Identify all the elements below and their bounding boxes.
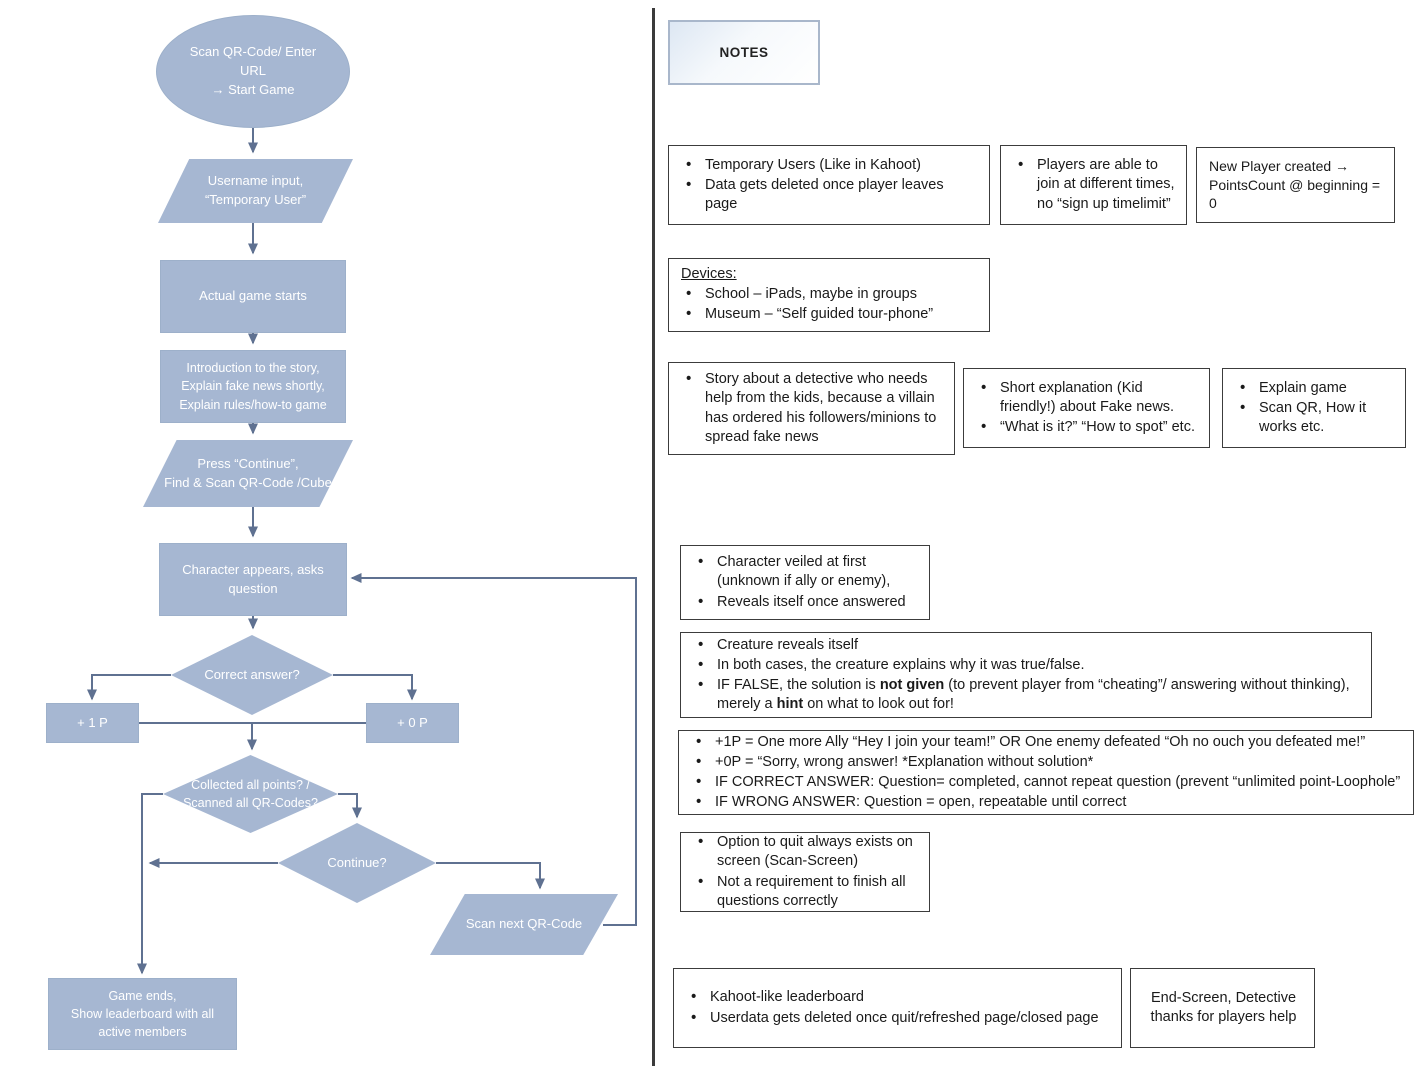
- note-bullet-item: IF CORRECT ANSWER: Question= completed, …: [689, 772, 1403, 792]
- note-bullet-item: Story about a detective who needs help f…: [679, 369, 944, 447]
- connector-scannext-to-character: [350, 573, 637, 926]
- flow-node-game-starts-label: Actual game starts: [199, 288, 307, 304]
- note-bullet-item: Museum – “Self guided tour-phone”: [679, 304, 979, 324]
- flow-node-start: Scan QR-Code/ Enter URL → Start Game: [156, 15, 350, 128]
- notes-title-label: NOTES: [719, 44, 769, 60]
- note-bullet-item: Scan QR, How it works etc.: [1233, 398, 1395, 437]
- note-end-screen: End-Screen, Detective thanks for players…: [1130, 968, 1315, 1048]
- notes-title-box: NOTES: [668, 20, 820, 85]
- note-bullet-item: Not a requirement to finish all question…: [691, 871, 919, 911]
- note-bullet-item: Character veiled at first (unknown if al…: [691, 552, 919, 591]
- note-text: New Player created → PointsCount @ begin…: [1209, 158, 1381, 212]
- note-points-rules: +1P = One more Ally “Hey I join your tea…: [678, 730, 1414, 815]
- note-heading: Devices:: [681, 265, 737, 282]
- note-text: End-Screen, Detective thanks for players…: [1150, 989, 1297, 1025]
- note-bullet-list: School – iPads, maybe in groupsMuseum – …: [679, 284, 979, 325]
- note-creature-reveals: Creature reveals itselfIn both cases, th…: [680, 632, 1372, 718]
- flow-node-continue-label: Continue?: [327, 854, 387, 870]
- note-bullet-item: Option to quit always exists on screen (…: [691, 832, 919, 871]
- flow-node-character-label: Character appears, asks question: [182, 561, 324, 596]
- note-leaderboard: Kahoot-like leaderboardUserdata gets del…: [673, 968, 1122, 1048]
- note-bullet-item: Userdata gets deleted once quit/refreshe…: [684, 1007, 1111, 1027]
- note-bullet-item: +0P = “Sorry, wrong answer! *Explanation…: [689, 752, 1403, 772]
- connector-correct-to-plus1: [87, 674, 171, 701]
- flow-node-username-input: Username input, “Temporary User”: [158, 159, 353, 223]
- flow-node-press-continue: Press “Continue”, Find & Scan QR-Code /C…: [143, 440, 353, 507]
- note-bullet-item: Explain game: [1233, 378, 1395, 398]
- flow-node-collected-label: Collected all points? / Scanned all QR-C…: [183, 777, 318, 810]
- connector-collected-to-gameends: [137, 793, 163, 975]
- flow-node-username-label: Username input, “Temporary User”: [204, 173, 307, 207]
- note-bullet-list: Explain gameScan QR, How it works etc.: [1233, 378, 1395, 438]
- connector-continueq-to-scannext: [436, 862, 545, 890]
- note-bullet-list: Creature reveals itselfIn both cases, th…: [691, 635, 1361, 716]
- flow-node-press-continue-label: Press “Continue”, Find & Scan QR-Code /C…: [164, 455, 332, 490]
- note-bullet-item: Creature reveals itself: [691, 635, 1361, 655]
- note-character-veiled: Character veiled at first (unknown if al…: [680, 545, 930, 620]
- note-new-player: New Player created → PointsCount @ begin…: [1196, 147, 1395, 223]
- note-bullet-list: +1P = One more Ally “Hey I join your tea…: [689, 732, 1403, 814]
- note-bullet-item: +1P = One more Ally “Hey I join your tea…: [689, 732, 1403, 752]
- note-devices: Devices: School – iPads, maybe in groupsM…: [668, 258, 990, 332]
- flow-node-plus-0-point: + 0 P: [366, 703, 459, 743]
- note-bullet-item: Data gets deleted once player leaves pag…: [679, 175, 979, 214]
- flow-node-game-ends-label: Game ends, Show leaderboard with all act…: [70, 988, 215, 1040]
- game-flowchart: Scan QR-Code/ Enter URL → Start Game Use…: [0, 0, 655, 1066]
- note-join-times: Players are able to join at different ti…: [1000, 145, 1187, 225]
- note-bullet-item: “What is it?” “How to spot” etc.: [974, 417, 1199, 437]
- note-bullet-list: Character veiled at first (unknown if al…: [691, 552, 919, 612]
- note-bullet-item: School – iPads, maybe in groups: [679, 284, 979, 304]
- connector-correct-to-plus0: [333, 674, 417, 701]
- note-quit-option: Option to quit always exists on screen (…: [680, 832, 930, 912]
- note-bullet-list: Option to quit always exists on screen (…: [691, 832, 919, 912]
- vertical-divider: [652, 8, 655, 1066]
- flow-connectors: [87, 128, 637, 975]
- note-bullet-item: IF WRONG ANSWER: Question = open, repeat…: [689, 792, 1403, 812]
- flow-node-correct-answer-label: Correct answer?: [204, 666, 300, 682]
- note-bullet-list: Kahoot-like leaderboardUserdata gets del…: [684, 987, 1111, 1028]
- flow-node-game-starts: Actual game starts: [160, 260, 346, 333]
- flow-node-plus-1-point: + 1 P: [46, 703, 139, 743]
- flow-node-scan-next-qr: Scan next QR-Code: [430, 894, 618, 955]
- flow-node-plus0-label: + 0 P: [397, 714, 428, 730]
- flow-node-scan-next-label: Scan next QR-Code: [465, 916, 583, 932]
- note-bullet-item: Temporary Users (Like in Kahoot): [679, 155, 979, 175]
- flow-node-game-ends: Game ends, Show leaderboard with all act…: [48, 978, 237, 1050]
- note-temporary-users: Temporary Users (Like in Kahoot)Data get…: [668, 145, 990, 225]
- note-short-explanation: Short explanation (Kid friendly!) about …: [963, 368, 1210, 448]
- note-bullet-item: Reveals itself once answered: [691, 592, 919, 612]
- note-bullet-list: Players are able to join at different ti…: [1011, 155, 1176, 214]
- note-explain-game: Explain gameScan QR, How it works etc.: [1222, 368, 1406, 448]
- note-bullet-list: Story about a detective who needs help f…: [679, 369, 944, 448]
- note-story-detective: Story about a detective who needs help f…: [668, 362, 955, 455]
- connector-collected-to-continueq: [338, 793, 362, 819]
- note-bullet-item: In both cases, the creature explains why…: [691, 655, 1361, 675]
- flow-node-start-label: Scan QR-Code/ Enter URL → Start Game: [189, 44, 317, 97]
- flow-node-introduction: Introduction to the story, Explain fake …: [160, 350, 346, 423]
- flow-node-character-appears: Character appears, asks question: [159, 543, 347, 616]
- note-bullet-item: Players are able to join at different ti…: [1011, 155, 1176, 213]
- note-bullet-list: Temporary Users (Like in Kahoot)Data get…: [679, 155, 979, 215]
- flow-node-introduction-label: Introduction to the story, Explain fake …: [179, 361, 327, 412]
- note-bullet-item: Kahoot-like leaderboard: [684, 987, 1111, 1007]
- note-bullet-list: Short explanation (Kid friendly!) about …: [974, 378, 1199, 438]
- flow-node-plus1-label: + 1 P: [77, 714, 108, 730]
- note-bullet-item: IF FALSE, the solution is not given (to …: [691, 675, 1361, 714]
- note-bullet-item: Short explanation (Kid friendly!) about …: [974, 378, 1199, 417]
